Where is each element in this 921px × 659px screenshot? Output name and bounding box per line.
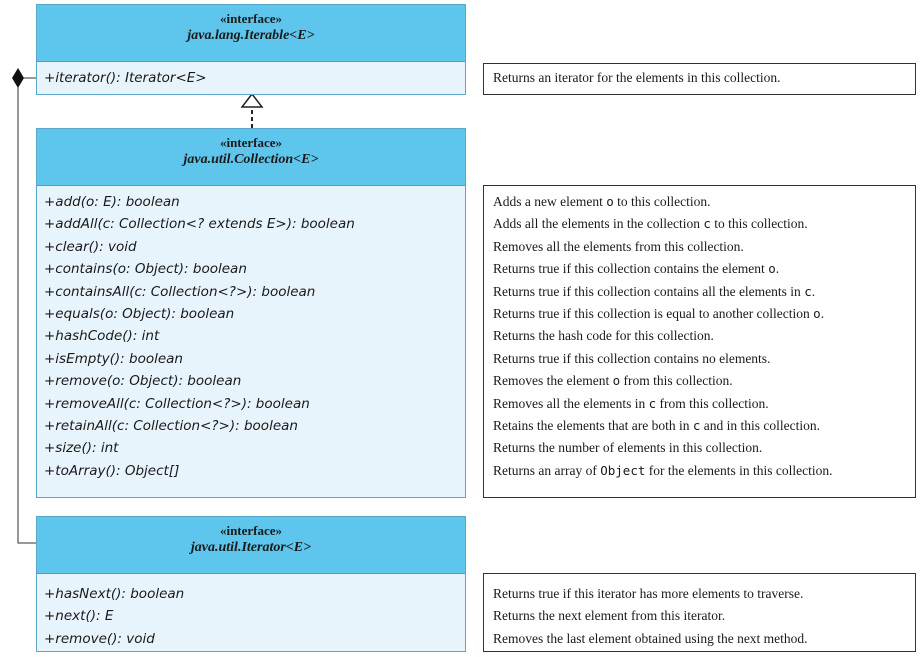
composition-diamond — [12, 68, 24, 88]
collection-method: +addAll(c: Collection<? extends E>): boo… — [44, 216, 355, 233]
iterator-method-description: Returns true if this iterator has more e… — [493, 586, 804, 601]
collection-header: «interface» java.util.Collection<E> — [37, 129, 465, 186]
collection-method: +containsAll(c: Collection<?>): boolean — [44, 283, 316, 300]
collection-method-description: Returns true if this collection contains… — [493, 261, 780, 277]
collection-method: +retainAll(c: Collection<?>): boolean — [44, 418, 298, 435]
code-identifier: o — [606, 194, 614, 209]
collection-method-description: Adds a new element o to this collection. — [493, 194, 711, 209]
collection-method-description: Removes all the elements from this colle… — [493, 238, 744, 254]
iterable-header: «interface» java.lang.Iterable<E> — [37, 5, 465, 62]
iterable-method: +iterator(): Iterator<E> — [44, 70, 207, 86]
generalization-arrowhead — [240, 92, 264, 108]
collection-method: +contains(o: Object): boolean — [44, 261, 247, 278]
code-identifier: c — [703, 216, 711, 232]
iterator-interface-box: «interface» java.util.Iterator<E> +hasNe… — [36, 516, 466, 652]
code-identifier: o — [813, 306, 821, 322]
iterator-methods: +hasNext(): boolean +next(): E +remove(): … — [37, 574, 465, 650]
iterable-interface-box: «interface» java.lang.Iterable<E> +itera… — [36, 4, 466, 95]
iterable-methods: +iterator(): Iterator<E> — [37, 62, 465, 89]
code-identifier: c — [804, 283, 812, 299]
code-identifier: Object — [600, 462, 646, 478]
iterator-method: +next(): E — [44, 608, 114, 625]
collection-method-description: Returns true if this collection is equal… — [493, 306, 825, 322]
collection-method-description: Returns the hash code for this collectio… — [493, 328, 714, 344]
collection-method: +isEmpty(): boolean — [44, 350, 183, 367]
composition-line — [17, 77, 36, 544]
code-identifier: o — [612, 373, 621, 389]
iterator-method-description: Removes the last element obtained using … — [493, 630, 808, 646]
collection-stereotype: «interface» — [219, 135, 283, 150]
iterator-header: «interface» java.util.Iterator<E> — [37, 517, 465, 574]
collection-name: java.util.Collection<E> — [183, 152, 319, 167]
collection-method: +size(): int — [44, 440, 119, 457]
collection-method: +toArray(): Object[] — [44, 462, 180, 479]
collection-method-description: Returns true if this collection contains… — [493, 283, 816, 299]
collection-method-description: Returns true if this collection contains… — [493, 350, 771, 366]
iterator-method: +remove(): void — [44, 630, 155, 647]
collection-method-description: Adds all the elements in the collection … — [493, 216, 808, 232]
collection-method-description: Retains the elements that are both in c … — [493, 418, 820, 434]
iterator-method: +hasNext(): boolean — [44, 586, 185, 602]
iterator-method-description: Returns the next element from this itera… — [493, 608, 726, 624]
iterable-method-description: Returns an iterator for the elements in … — [493, 70, 781, 85]
collection-method: +equals(o: Object): boolean — [44, 306, 235, 323]
collection-interface-box: «interface» java.util.Collection<E> +add… — [36, 128, 466, 498]
iterator-description-box: Returns true if this iterator has more e… — [483, 573, 916, 652]
collection-method-description: Returns the number of elements in this c… — [493, 440, 763, 456]
collection-method: +remove(o: Object): boolean — [44, 373, 242, 390]
iterator-stereotype: «interface» — [219, 523, 283, 538]
collection-method-description: Returns an array of Object for the eleme… — [493, 462, 833, 478]
iterator-name: java.util.Iterator<E> — [190, 540, 312, 555]
collection-method: +removeAll(c: Collection<?>): boolean — [44, 395, 310, 412]
iterable-stereotype: «interface» — [219, 11, 283, 26]
code-identifier: c — [692, 418, 701, 434]
collection-method: +hashCode(): int — [44, 328, 160, 345]
iterable-description-box: Returns an iterator for the elements in … — [483, 63, 916, 95]
collection-method-description: Removes the element o from this collecti… — [493, 373, 733, 389]
iterable-name: java.lang.Iterable<E> — [187, 28, 315, 43]
collection-methods: +add(o: E): boolean +addAll(c: Collection… — [37, 186, 465, 482]
code-identifier: c — [648, 395, 657, 411]
collection-description-box: Adds a new element o to this collection.… — [483, 185, 916, 498]
collection-method: +clear(): void — [44, 238, 137, 255]
code-identifier: o — [768, 261, 776, 277]
collection-method: +add(o: E): boolean — [44, 194, 180, 210]
collection-method-description: Removes all the elements in c from this … — [493, 395, 769, 411]
